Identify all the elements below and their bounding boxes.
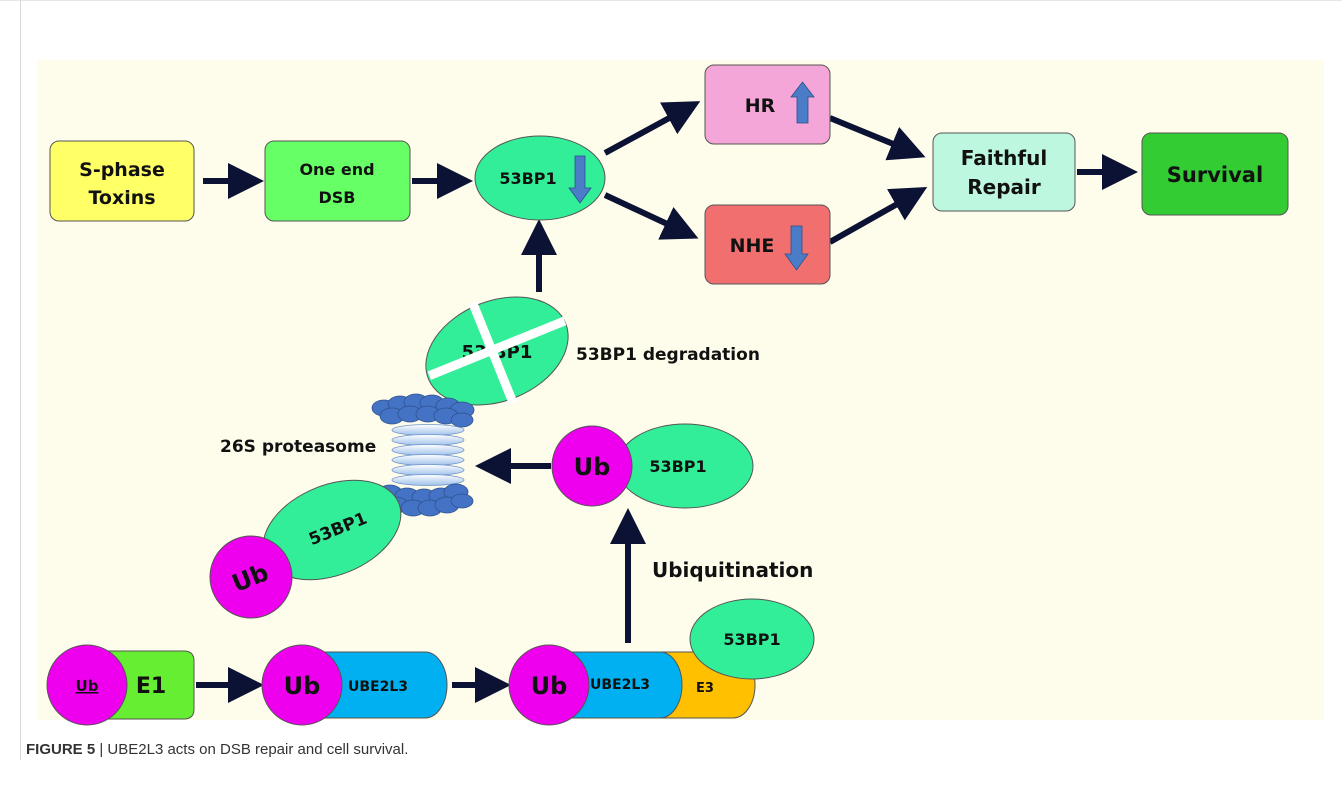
faithful-label-line2: Repair [967,175,1041,199]
proteasome-core [391,424,465,486]
ub-e1: E1 Ub [46,644,195,726]
oneend-label-line2: DSB [319,188,356,207]
down-arrow-icon [568,155,592,204]
faithful-repair-box: Faithful Repair [932,132,1076,212]
sphase-toxins-box: S-phase Toxins [49,140,195,222]
ubiquitination-label: Ubiquitination [652,558,813,582]
ub-right-label: Ub [574,453,611,481]
down-arrow-icon [784,225,809,271]
cleavage-bar [427,316,567,380]
hr-label: HR [745,95,776,117]
sphase-label-line2: Toxins [88,187,155,209]
one-end-dsb-box: One end DSB [264,140,411,222]
e1-label: E1 [136,674,166,699]
caption-separator: | [95,741,108,758]
arrow-nhe-to-repair [828,187,928,245]
arrow-hr-to-repair [828,115,926,161]
ub-complex-label: Ub [531,672,568,700]
nhe-box: NHE [704,204,831,285]
figure-top-border [0,0,1342,1]
up-arrow-icon [790,81,815,124]
proteasome-cap-top [371,393,475,428]
ube2l3-label: UBE2L3 [348,679,408,695]
pathway-arrows [196,101,1138,703]
figure-left-border [20,0,21,760]
ub-ube2l3: UBE2L3 Ub [261,644,448,726]
cleavage-bar [468,300,518,405]
sphase-label-line1: S-phase [79,159,165,181]
ub-53bp1-right: 53BP1 Ub [551,423,754,509]
proteasome-icon [371,393,475,517]
53bp1-complex-label: 53BP1 [723,630,780,649]
ub-ube2l3-label: Ub [284,672,321,700]
faithful-label-line1: Faithful [961,146,1047,170]
ub-53bp1-left: 53BP1 Ub [209,479,402,619]
53bp1-right-label: 53BP1 [649,457,706,476]
oneend-label-line1: One end [299,160,374,179]
ube2l3-complex-label: UBE2L3 [590,677,650,693]
degraded-53bp1: 53 BP1 [425,296,569,406]
arrow-53bp1-to-hr [603,101,701,156]
e3-label: E3 [696,681,714,696]
arrow-53bp1-to-nhe [603,192,699,240]
ub-e1-label: Ub [76,677,99,695]
53bp1-top-label: 53BP1 [499,169,556,188]
hr-box: HR [704,64,831,145]
caption-label: FIGURE 5 [26,741,96,758]
degradation-label: 53BP1 degradation [576,345,760,365]
proteasome-label: 26S proteasome [220,437,376,457]
figure-caption: FIGURE 5 | UBE2L3 acts on DSB repair and… [26,741,408,758]
caption-text: UBE2L3 acts on DSB repair and cell survi… [107,741,409,758]
survival-label: Survival [1167,163,1263,187]
nhe-label: NHE [730,235,775,257]
ub-ube2l3-e3-complex: E3 UBE2L3 Ub 53BP1 [508,598,815,726]
53bp1-top-node: 53BP1 [474,135,606,221]
survival-box: Survival [1141,132,1289,216]
